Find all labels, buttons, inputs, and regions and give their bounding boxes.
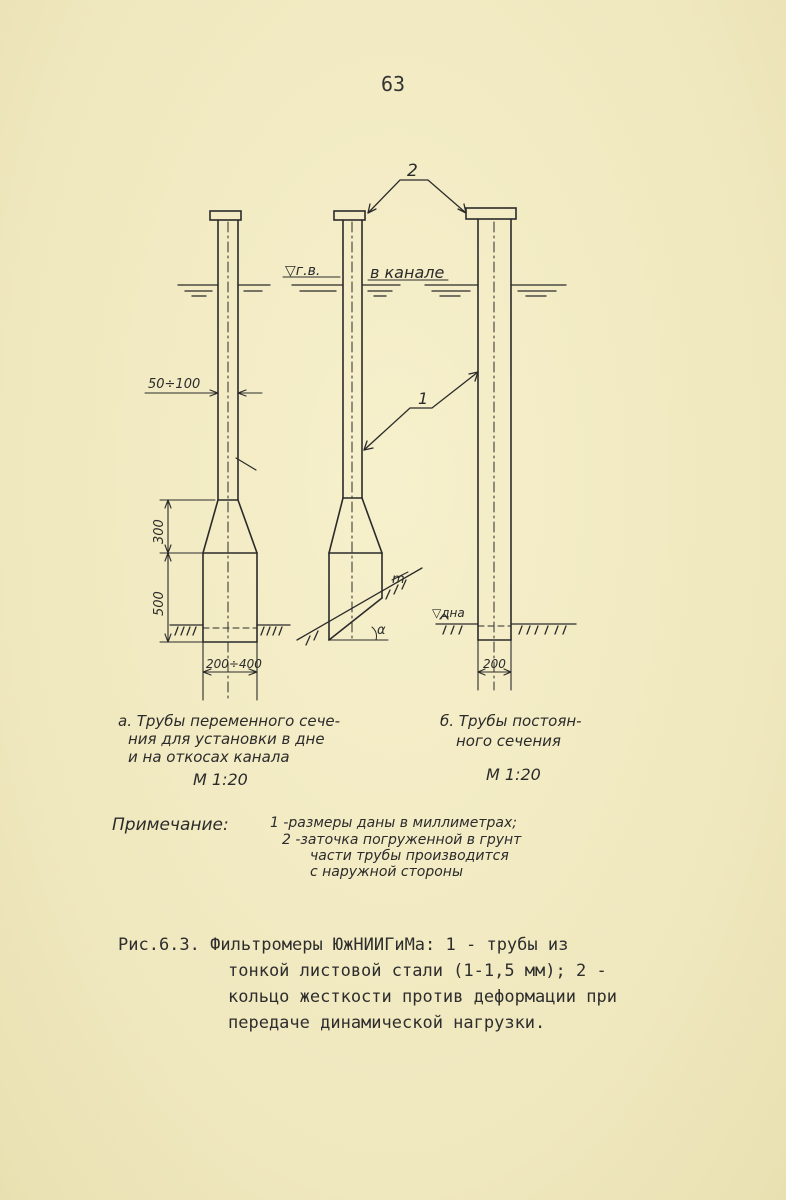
subfig-a-caption-line-3: и на откосах канала — [128, 748, 290, 766]
subfig-a-caption-line-1: а. Трубы переменного сече- — [118, 712, 341, 730]
subfig-a-caption-line-2: ния для установки в дне — [128, 730, 325, 748]
page-number: 63 — [380, 72, 406, 96]
label-water-level: ▽г.в. — [285, 263, 320, 279]
leader-lines — [363, 179, 479, 451]
subfig-b-scale: М 1:20 — [486, 765, 541, 784]
pipe-b — [465, 207, 517, 691]
label-alpha: α — [377, 623, 386, 638]
figure-caption-line-4: передаче динамической нагрузки. — [228, 1013, 546, 1033]
label-ring: 2 — [407, 161, 418, 181]
dim-300: 300 — [152, 519, 167, 544]
subfig-b-caption-line-1: б. Трубы постоян- — [440, 712, 582, 730]
subfig-a-scale: М 1:20 — [193, 770, 248, 789]
figure-caption-line-1: Рис.6.3. Фильтромеры ЮжНИИГиМа: 1 - труб… — [118, 935, 569, 955]
figure-caption-line-2: тонкой листовой стали (1-1,5 мм); 2 - — [228, 961, 607, 981]
filter-meter-drawing: 2 1 ▽г.в. в канале 50÷100 300 500 200÷40… — [144, 161, 577, 701]
note-line-1: 1 -размеры даны в миллиметрах; — [270, 815, 517, 831]
note-line-4: с наружной стороны — [310, 864, 464, 880]
subfig-b-caption-line-2: ного сечения — [456, 732, 561, 750]
label-diameter-range: 50÷100 — [148, 377, 200, 392]
label-in-canal: в канале — [370, 263, 444, 282]
dim-base-b: 200 — [483, 657, 506, 671]
dimensions-b — [477, 639, 512, 691]
pipe-a-slope — [328, 210, 383, 641]
label-pipe: 1 — [418, 389, 428, 408]
label-m: m — [392, 572, 405, 587]
note-line-2: 2 -заточка погруженной в грунт — [282, 832, 522, 848]
note-line-3: части трубы производится — [310, 848, 509, 864]
water-surface — [177, 276, 567, 297]
pipe-a — [202, 210, 258, 701]
slope-ground — [296, 567, 423, 646]
ground-b — [435, 612, 577, 635]
note-heading: Примечание: — [112, 815, 229, 835]
dim-500: 500 — [152, 591, 167, 616]
dimensions-a — [144, 389, 263, 701]
dim-base-a: 200÷400 — [206, 657, 262, 671]
figure-caption-line-3: кольцо жесткости против деформации при — [228, 987, 617, 1007]
ground-a — [169, 624, 291, 636]
label-bottom: ▽дна — [432, 606, 465, 620]
